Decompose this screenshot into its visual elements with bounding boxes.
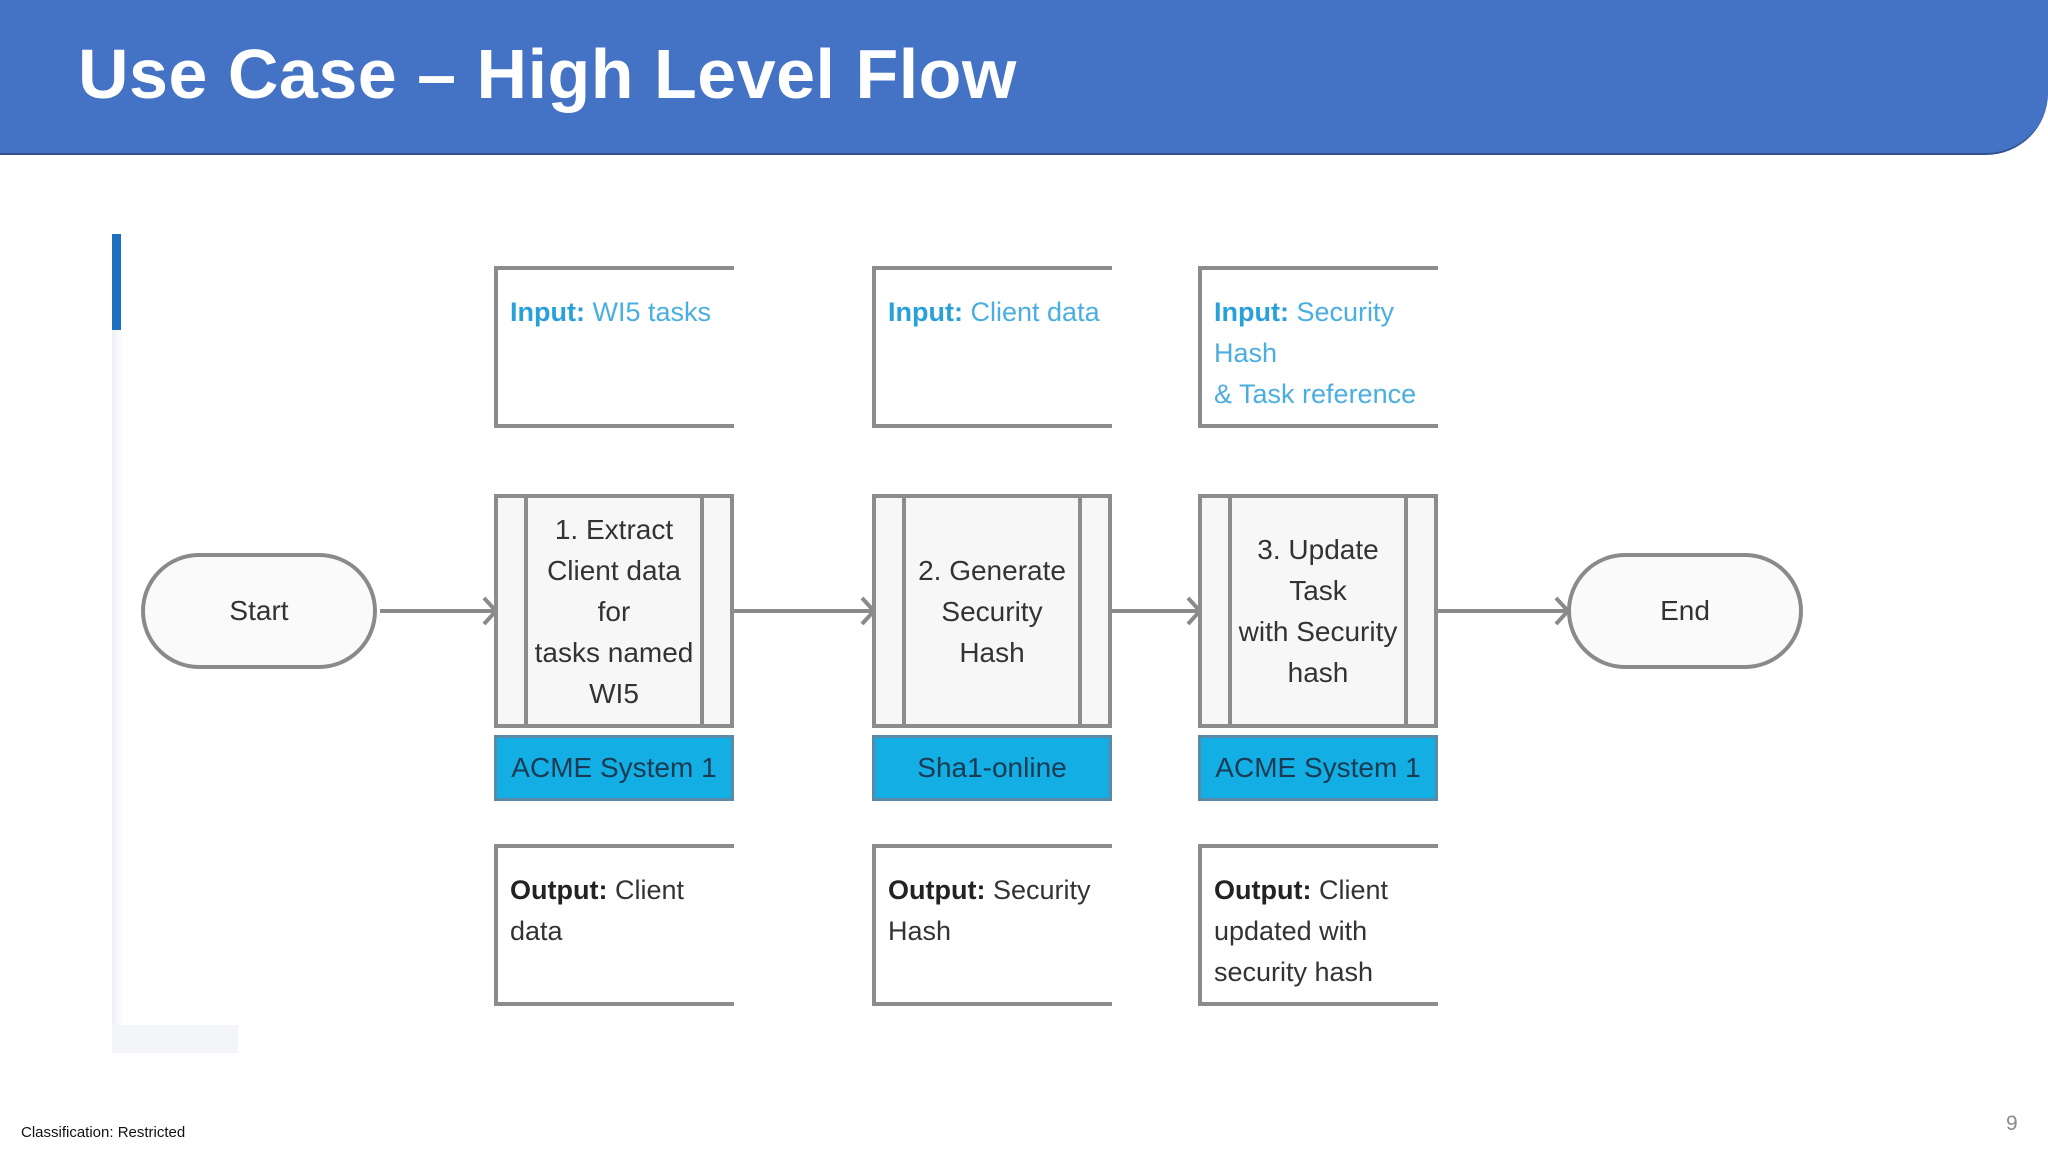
output-value: Client updated with security hash [1214,875,1389,987]
classification-label: Classification: Restricted [21,1124,186,1141]
step-3-system: ACME System 1 [1198,735,1438,801]
step-3-process: 3. Update Task with Security hash [1198,494,1438,728]
step-2-system: Sha1-online [872,735,1112,801]
end-label: End [1660,595,1710,626]
input-colon: : [953,297,963,327]
system-label: Sha1-online [917,752,1067,783]
step-3-output-box: Output: Client updated with security has… [1198,844,1438,1006]
input-key: Input [1214,297,1280,327]
end-terminator: End [1567,553,1803,669]
step-3-process-label: 3. Update Task with Security hash [1228,498,1408,724]
title-banner: Use Case – High Level Flow [0,0,2048,155]
output-key: Output [1214,875,1303,905]
input-colon: : [575,297,585,327]
step-2-output-box: Output: Security Hash [872,844,1112,1006]
input-key: Input [888,297,954,327]
image-edge-foot [112,1025,238,1053]
step-1-input-box: Input: WI5 tasks [494,266,734,428]
input-key: Input [510,297,576,327]
step-2-process-label: 2. Generate Security Hash [902,498,1082,724]
output-key: Output [510,875,599,905]
system-label: ACME System 1 [511,752,717,783]
start-terminator: Start [141,553,377,669]
step-1-system: ACME System 1 [494,735,734,801]
step-1-process: 1. Extract Client data for tasks named W… [494,494,734,728]
output-value: Client data [510,875,685,946]
input-value: Security Hash & Task reference [1214,297,1417,409]
system-label: ACME System 1 [1215,752,1421,783]
output-colon: : [1302,875,1312,905]
page-number: 9 [2006,1112,2018,1135]
output-value: Security Hash [888,875,1091,946]
step-2-process: 2. Generate Security Hash [872,494,1112,728]
input-value: Client data [970,297,1100,327]
step-2-input-box: Input: Client data [872,266,1112,428]
input-value: WI5 tasks [592,297,712,327]
output-colon: : [976,875,986,905]
output-colon: : [598,875,608,905]
input-colon: : [1279,297,1289,327]
image-edge [112,330,124,1052]
accent-bar [112,234,121,330]
step-3-input-box: Input: Security Hash & Task reference [1198,266,1438,428]
slide-title: Use Case – High Level Flow [78,35,1017,113]
step-1-output-box: Output: Client data [494,844,734,1006]
output-key: Output [888,875,977,905]
step-1-process-label: 1. Extract Client data for tasks named W… [524,498,704,724]
start-label: Start [229,595,289,626]
